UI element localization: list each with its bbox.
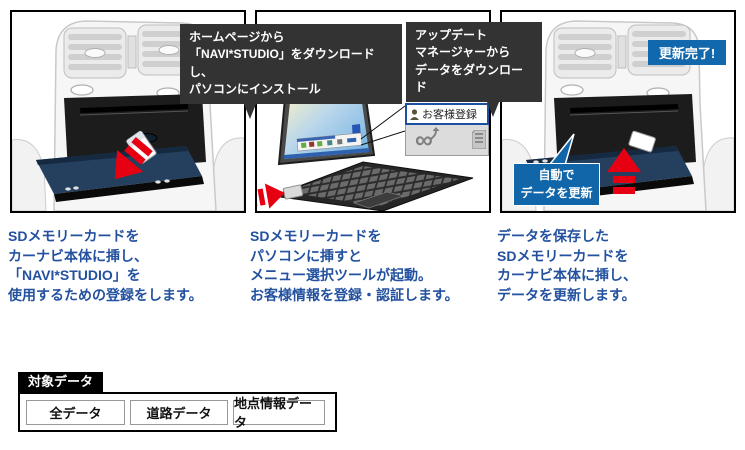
callout-line <box>360 130 406 146</box>
road-data-button[interactable]: 道路データ <box>130 399 228 425</box>
vent-divider <box>617 35 627 69</box>
insert-arrow-icon <box>114 136 153 180</box>
registration-callout: お客様登録 ∞ <box>405 103 489 156</box>
menu-tool-window <box>296 124 363 152</box>
registration-button-label: お客様登録 <box>422 109 477 121</box>
console-button <box>560 84 584 96</box>
step1-callout-bubble: ホームページから 「NAVI*STUDIO」をダウンロードし、 パソコンにインス… <box>180 24 402 119</box>
sd-card-icon <box>472 130 486 149</box>
air-vent-left-icon <box>553 27 617 79</box>
tool-logo-area: ∞ <box>405 125 489 156</box>
all-data-button[interactable]: 全データ <box>26 399 125 425</box>
laptop-base <box>272 161 474 211</box>
bubble-tail <box>244 103 256 119</box>
seat-right-shape <box>212 137 244 211</box>
callout-line <box>360 105 406 140</box>
laptop-illustration <box>257 90 474 211</box>
bubble-tail <box>487 101 499 117</box>
step2-caption: SDメモリーカードを パソコンに挿すと メニュー選択ツールが起動。 お客様情報を… <box>250 228 459 303</box>
seat-left-shape <box>12 139 47 211</box>
console-button <box>70 84 94 96</box>
update-complete-badge: 更新完了! <box>648 40 726 65</box>
step3-caption: データを保存した SDメモリーカードを カーナビ本体に挿し、 データを更新します… <box>497 228 637 303</box>
person-icon <box>410 108 419 120</box>
sd-card-icon <box>282 184 304 200</box>
car-dashboard-illustration <box>12 20 244 211</box>
sd-card-icon <box>628 130 656 153</box>
poi-data-button[interactable]: 地点情報データ <box>233 396 325 430</box>
auto-update-bubble: 自動で データを更新 <box>513 163 600 206</box>
step1-callout-text: ホームページから 「NAVI*STUDIO」をダウンロードし、 パソコンにインス… <box>189 30 375 97</box>
target-data-box: 全データ 道路データ 地点情報データ <box>18 392 337 432</box>
target-data-label: 対象データ <box>18 372 104 392</box>
vent-divider <box>127 35 137 69</box>
logo-arrow-icon <box>430 127 440 140</box>
update-arrow-icon <box>607 148 641 194</box>
step1-caption: SDメモリーカードを カーナビ本体に挿し、 「NAVI*STUDIO」を 使用す… <box>8 228 203 303</box>
step2-callout-text: アップデート マネージャーから データをダウンロード <box>415 28 524 95</box>
insert-arrow-icon <box>257 183 285 209</box>
customer-registration-button: お客様登録 <box>405 103 489 125</box>
seat-right-shape <box>702 137 734 211</box>
air-vent-left-icon <box>63 27 127 79</box>
step2-callout-bubble: アップデート マネージャーから データをダウンロード <box>406 22 542 117</box>
navistudio-logo-icon: ∞ <box>415 125 433 154</box>
